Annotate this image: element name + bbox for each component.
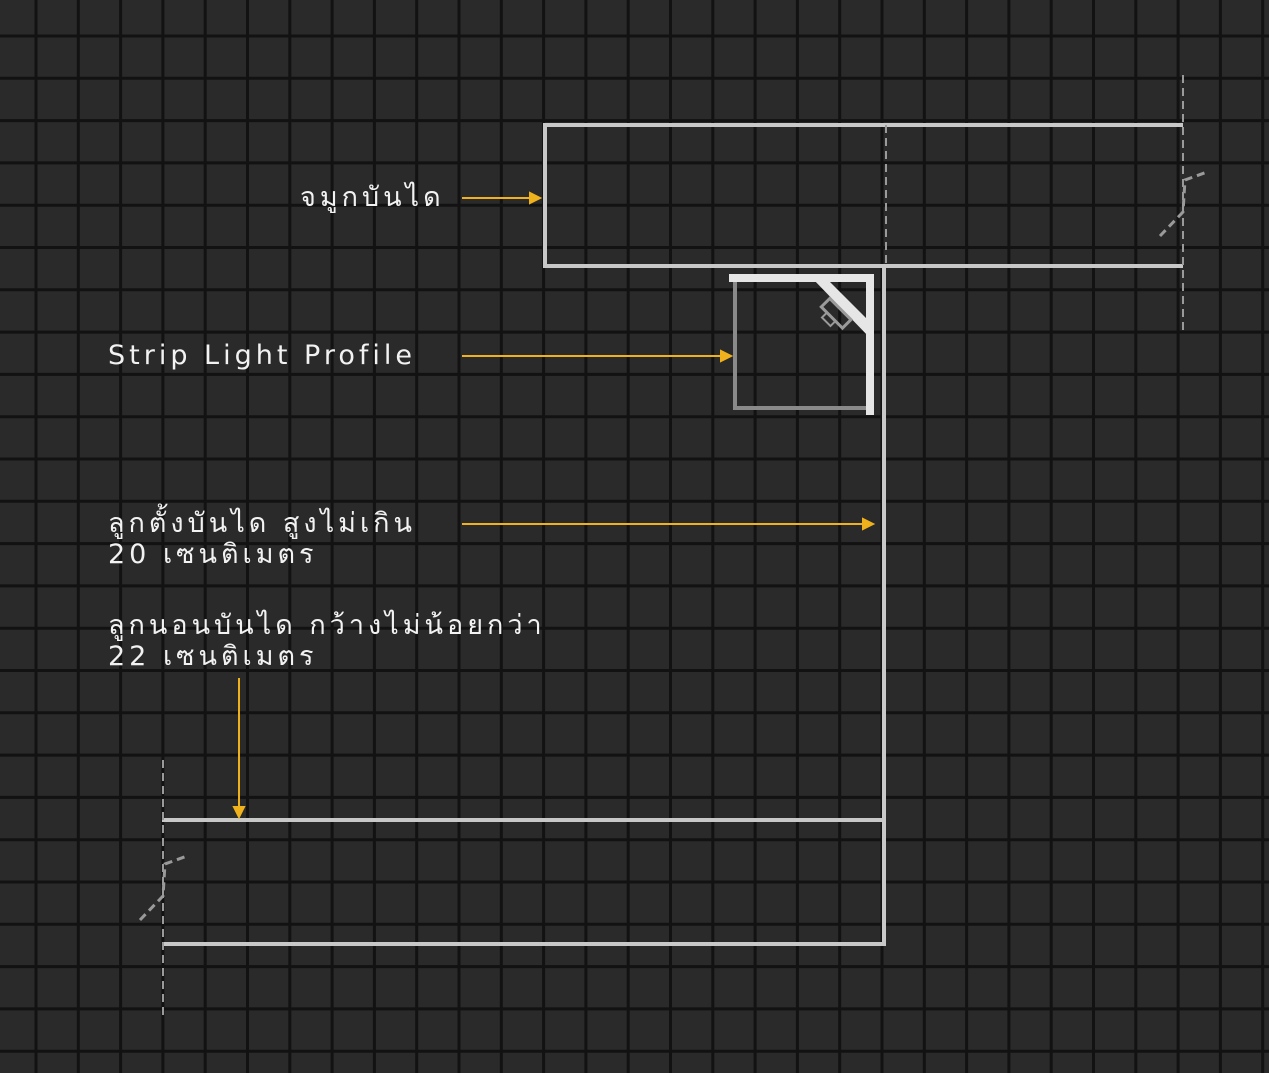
riser-label-line2: 20 เซนติเมตร	[108, 539, 318, 570]
nosing-label: จมูกบันได	[300, 182, 445, 213]
strip-light-profile	[729, 274, 874, 415]
tread-label-line1: ลูกนอนบันได กว้างไม่น้อยกว่า	[108, 610, 546, 641]
strip-light-label: Strip Light Profile	[108, 340, 416, 371]
riser-label-line1: ลูกตั้งบันได สูงไม่เกิน	[108, 508, 416, 539]
right-break-symbol	[1158, 170, 1208, 238]
left-break-symbol	[138, 854, 188, 922]
upper-step-nosing	[543, 123, 1183, 268]
tread-label-line2: 22 เซนติเมตร	[108, 641, 318, 672]
